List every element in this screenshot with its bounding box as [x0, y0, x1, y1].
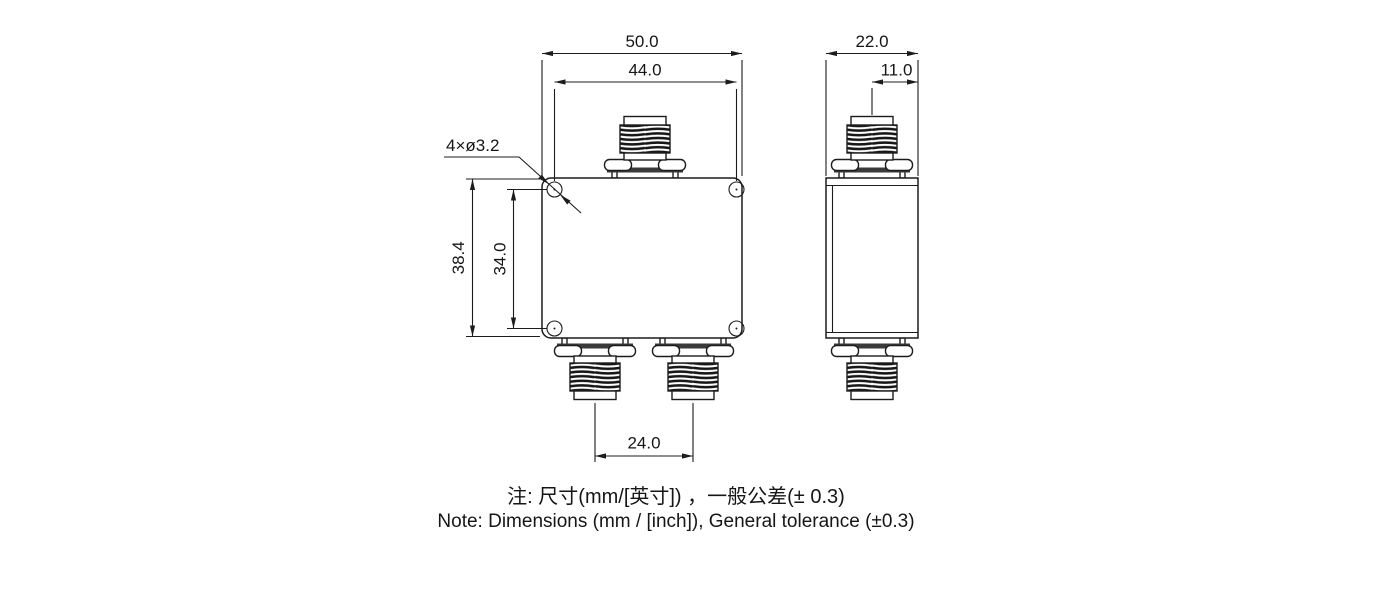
dim-connector-center-offset-label: 11.0	[881, 61, 913, 80]
dim-connector-center-offset: 11.0	[871, 61, 918, 115]
dim-overall-depth-label: 22.0	[855, 32, 888, 51]
dim-overall-height-label: 38.4	[449, 241, 468, 274]
dim-hole-spacing-horizontal-label: 44.0	[628, 61, 661, 80]
housing-side-seam-lines	[826, 184, 918, 334]
side-view: 22.0 11.0	[825, 32, 919, 401]
dim-output-port-spacing-label: 24.0	[627, 434, 660, 453]
mounting-hole-callout: 4×ø3.2	[444, 136, 582, 214]
dim-output-port-spacing: 24.0	[594, 403, 694, 462]
dim-hole-spacing-vertical: 34.0	[491, 188, 547, 330]
dim-hole-spacing-vertical-label: 34.0	[491, 242, 510, 275]
sma-connector-side-top	[830, 115, 914, 179]
sma-connector-output-right	[651, 337, 735, 401]
dim-overall-height: 38.4	[449, 178, 540, 338]
dim-overall-depth: 22.0	[825, 32, 919, 176]
dim-overall-width-label: 50.0	[625, 32, 658, 51]
housing-front-outline	[541, 177, 743, 339]
note-line-english: Note: Dimensions (mm / [inch]), General …	[437, 511, 914, 532]
sma-connector-input-top	[603, 115, 687, 179]
note-line-chinese: 注: 尺寸(mm/[英寸]) ，一般公差(± 0.3)	[507, 485, 845, 508]
dim-hole-spacing-horizontal: 44.0	[553, 61, 738, 181]
notes: 注: 尺寸(mm/[英寸]) ，一般公差(± 0.3) Note: Dimens…	[437, 485, 914, 532]
sma-connector-side-bottom	[830, 337, 914, 401]
front-view: 50.0 44.0 38.4 34.0	[444, 32, 745, 462]
dim-overall-width: 50.0	[541, 32, 743, 176]
mounting-hole-callout-label: 4×ø3.2	[446, 136, 499, 155]
sma-connector-output-left	[553, 337, 637, 401]
housing-side-outline	[825, 177, 919, 339]
